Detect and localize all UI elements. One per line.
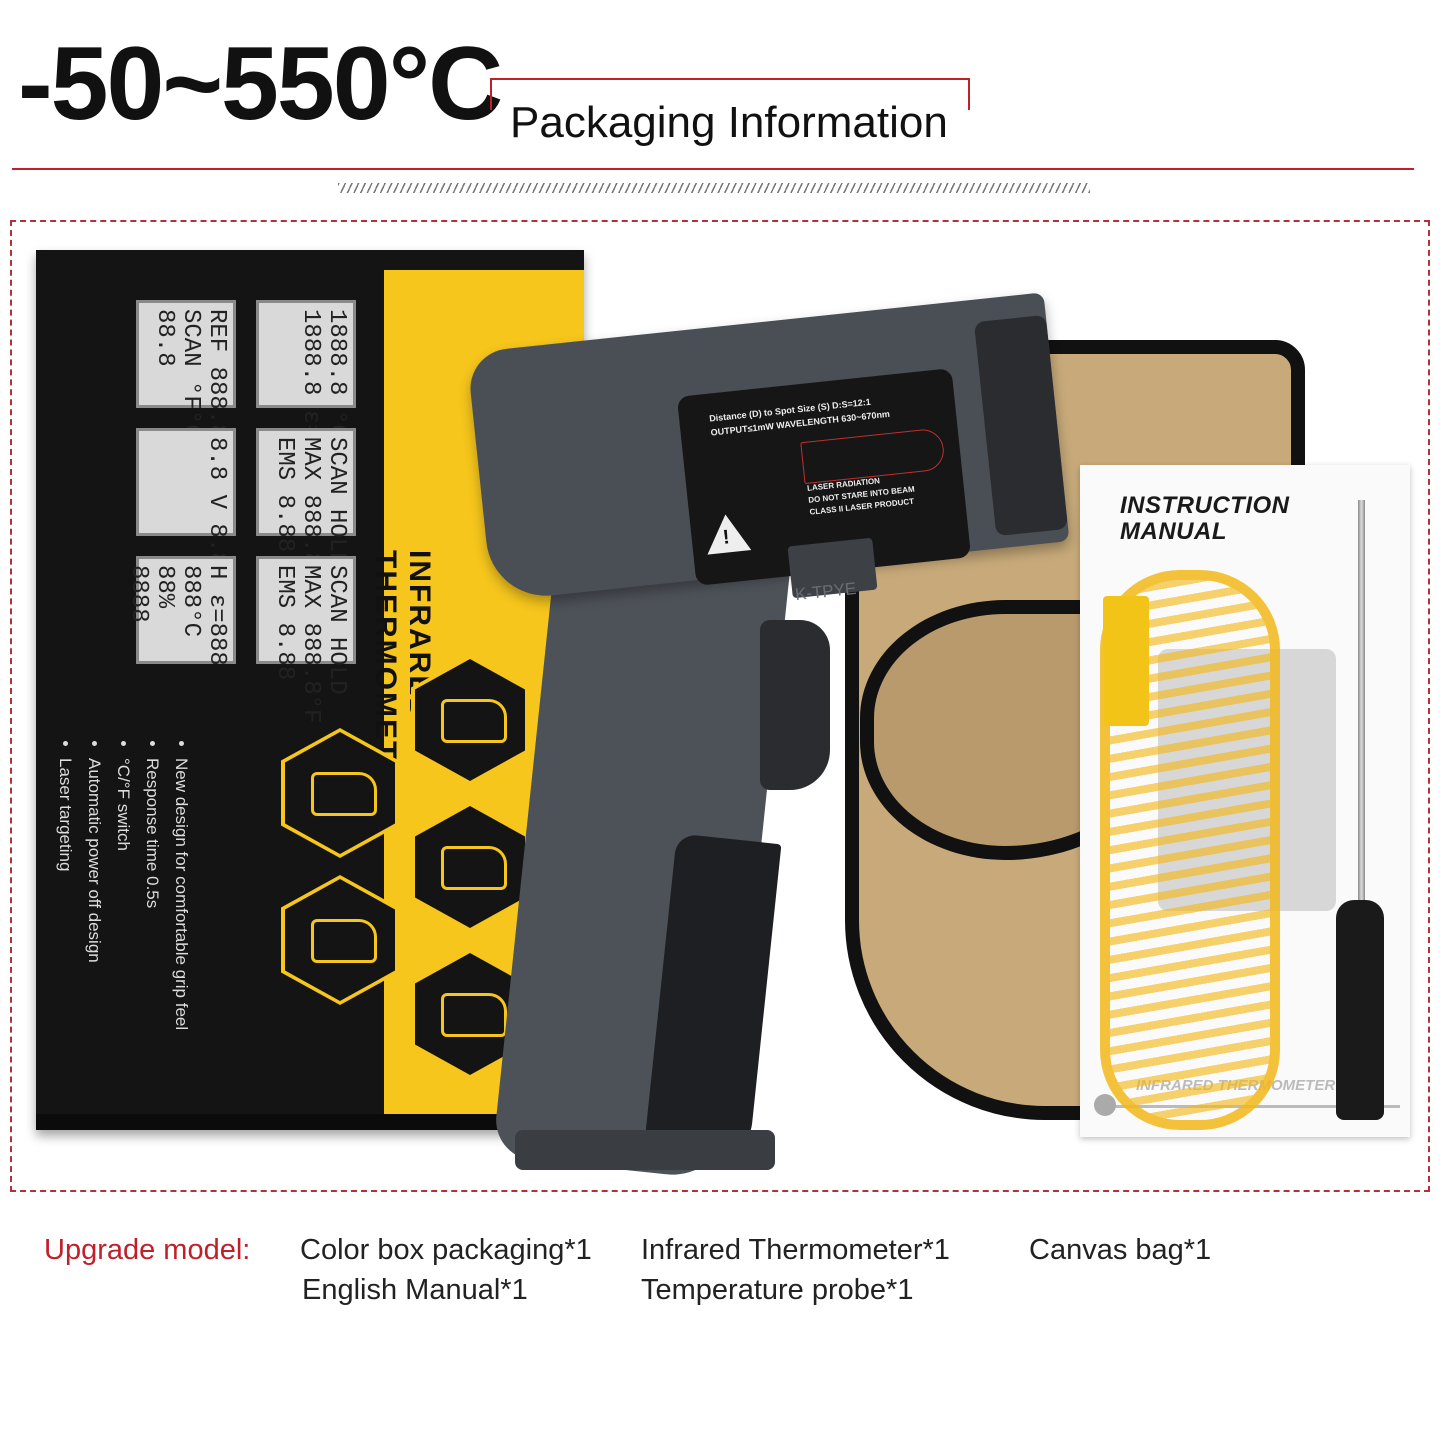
feature-list: New design for comfortable grip feel Res…	[51, 740, 196, 1030]
lcd-panel: H ε=888 888°C 88% 8888	[125, 556, 236, 666]
manual-title-line1: INSTRUCTION	[1120, 492, 1290, 519]
lcd-panel: SCAN HOLD MAX 888.8°F EMS 8.88	[256, 428, 356, 595]
package-lead: Upgrade model:	[44, 1234, 251, 1266]
lcd-panel: 1888.8 °C 1888.8 ε=8.88	[256, 300, 356, 496]
thermometer-hex-icon	[281, 728, 399, 858]
hatch-divider	[338, 183, 1090, 193]
probe-rod	[1358, 500, 1365, 910]
lcd-text: H ε=888 888°C 88% 8888	[125, 565, 230, 666]
lcd-panel: SCAN HOLD MAX 888.8°F EMS 8.88	[256, 556, 356, 723]
feature-item: Laser targeting	[51, 758, 80, 1030]
probe-handle	[1336, 900, 1384, 1120]
package-contents: Upgrade model: Color box packaging*1 Inf…	[44, 1230, 1404, 1320]
manual-title-line2: MANUAL	[1120, 518, 1227, 545]
laser-beam-diagram	[800, 427, 946, 485]
lcd-text: REF 888.8 SCAN °F°C 88.8	[151, 309, 230, 439]
probe-coil-cable	[1100, 570, 1280, 1130]
feature-item: Response time 0.5s	[138, 758, 167, 1030]
manual-footer-dot	[1094, 1094, 1116, 1116]
lcd-panel: 8.8 V 8.88	[136, 428, 236, 581]
thermometer-base	[515, 1130, 775, 1170]
package-item: Infrared Thermometer*1	[641, 1234, 950, 1266]
feature-item: New design for comfortable grip feel	[167, 758, 196, 1030]
package-item: Canvas bag*1	[1029, 1234, 1212, 1266]
feature-item: °C/°F switch	[109, 758, 138, 1030]
header-divider	[12, 168, 1414, 170]
package-item: Color box packaging*1	[300, 1234, 592, 1266]
lcd-panel: REF 888.8 SCAN °F°C 88.8	[136, 300, 236, 439]
manual-title: INSTRUCTION MANUAL	[1120, 493, 1290, 545]
product-frame	[10, 220, 1430, 1192]
thermometer-trigger	[760, 620, 830, 790]
subtitle-bracket	[490, 78, 970, 110]
package-item: Temperature probe*1	[641, 1274, 914, 1306]
package-item: English Manual*1	[302, 1274, 528, 1306]
thermometer-hex-icon	[411, 802, 529, 932]
box-bottom-strip	[36, 1114, 584, 1130]
headline-range: -50~550°C	[18, 26, 503, 142]
thermometer-hex-icon	[281, 875, 399, 1005]
thermometer-hex-icon	[411, 655, 529, 785]
feature-item: Automatic power off design	[80, 758, 109, 1030]
probe-plug	[1103, 596, 1149, 726]
lcd-text: SCAN HOLD MAX 888.8°F EMS 8.88	[271, 565, 350, 724]
subtitle: Packaging Information	[510, 98, 948, 147]
